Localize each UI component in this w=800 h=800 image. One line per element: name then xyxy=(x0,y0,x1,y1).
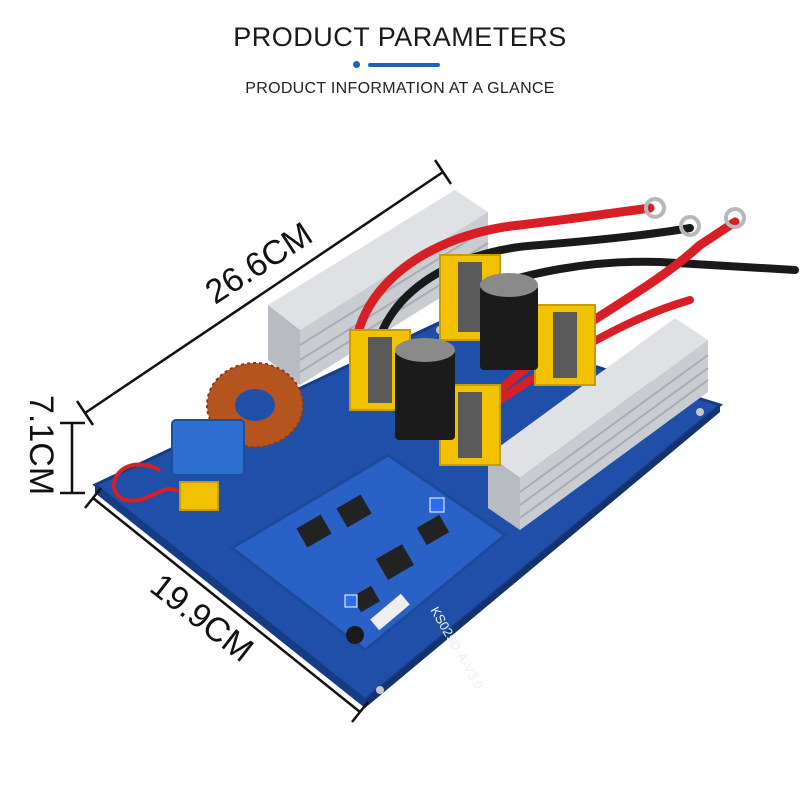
page-subtitle: PRODUCT INFORMATION AT A GLANCE xyxy=(245,80,555,97)
buzzer xyxy=(346,626,364,644)
screw-hole xyxy=(376,686,384,694)
pcb-board-edge-right xyxy=(365,405,720,708)
dimension-width xyxy=(84,487,369,723)
dimension-height xyxy=(60,421,85,495)
ring-terminal xyxy=(679,215,701,237)
screw-hole xyxy=(696,408,704,416)
heatsink-right xyxy=(488,318,709,530)
title-underline-dot xyxy=(353,61,360,68)
red-wire-loop xyxy=(112,462,180,503)
title-underline-bar xyxy=(368,63,440,67)
dimension-height-label: 7.1CM xyxy=(22,395,60,495)
small-inductor xyxy=(179,481,219,511)
page-title: PRODUCT PARAMETERS xyxy=(233,22,567,52)
control-board xyxy=(229,453,508,652)
ring-terminal xyxy=(724,207,746,229)
capacitors xyxy=(395,273,538,440)
pcb-board-edge xyxy=(95,485,365,708)
ring-terminal xyxy=(644,197,666,219)
x-capacitor xyxy=(171,419,245,476)
dimension-length xyxy=(75,159,453,426)
